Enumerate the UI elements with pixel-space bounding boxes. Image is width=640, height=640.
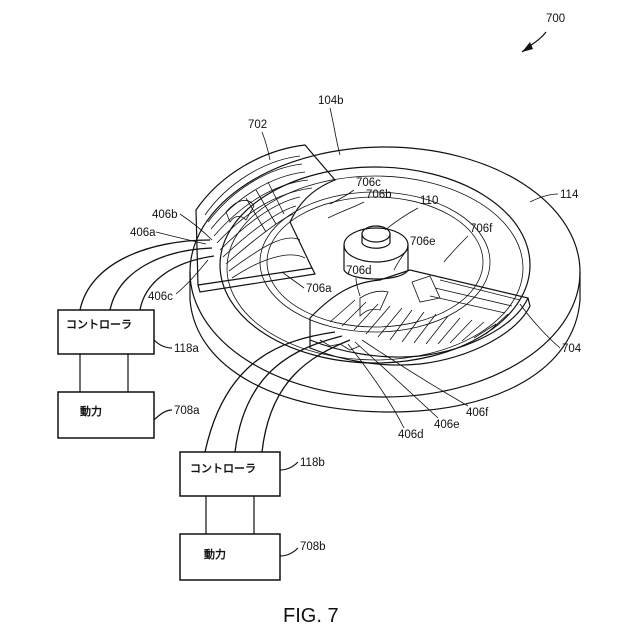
ref-706c-leader [330,190,354,204]
controller-b-label: コントローラ [190,462,256,475]
disk-assembly [190,147,580,412]
ref-406a: 406a [130,227,156,239]
ref-406c: 406c [148,291,173,303]
heater-702-edge [198,268,315,292]
ref-706d: 706d [346,265,372,277]
ref-118b: 118b [300,457,325,469]
ref-406b: 406b [152,209,178,221]
ref-708a: 708a [174,405,200,417]
ref-706b: 706b [366,189,392,201]
ref-706a-leader [282,272,304,288]
heater-704-outline [310,270,528,357]
ref-706e: 706e [410,236,436,248]
ref-706e-leader [394,249,408,270]
ref-708a-leader [154,410,172,420]
ref-118a: 118a [174,343,199,355]
wires-a [80,240,214,310]
ref-708b-leader [280,548,298,556]
heater-704-trace [330,300,508,344]
ref-110-leader [385,208,418,230]
ref-118a-leader [154,340,172,348]
heater-702-trace [214,180,308,236]
ref-114: 114 [560,189,579,201]
ref-406d: 406d [398,429,424,441]
power-a-box [58,392,154,438]
power-a-label: 動力 [80,404,102,418]
ref-104b-leader [330,108,340,155]
ref-406f: 406f [466,407,489,419]
ref-104b: 104b [318,95,344,107]
heater-702-trace [223,206,296,257]
heater-segment-704 [310,270,530,365]
ref-114-leader [530,194,558,202]
controller-a-label: コントローラ [66,318,132,331]
outer-ring-side [190,272,580,412]
ref-406e: 406e [434,419,460,431]
heater-704-edge [310,298,530,365]
ref-110: 110 [420,195,438,207]
heater-segment-702 [196,145,335,292]
ref-704-leader [520,304,560,348]
ref-706f: 706f [470,223,493,235]
ref-700-arrowhead [522,42,533,52]
heater-704-pad [412,276,440,302]
ref-708b: 708b [300,541,326,553]
ref-706b-leader [328,202,364,218]
heater-704-terminals [320,340,360,350]
ref-706a: 706a [306,283,332,295]
controller-a-box [58,310,154,354]
figure-title: FIG. 7 [283,605,339,627]
power-b-box [180,534,280,580]
ref-118b-leader [280,462,298,470]
ref-706f-leader [444,236,468,262]
ref-702: 702 [248,119,267,131]
ref-706d-leader [356,278,360,296]
ref-706c: 706c [356,177,381,189]
ref-704: 704 [562,343,582,355]
ref-700-label: 700 [546,13,565,25]
power-b-label: 動力 [204,547,226,561]
ref-406e-leader [355,342,438,418]
hub-top [344,228,408,262]
center-pin-side [362,234,390,248]
